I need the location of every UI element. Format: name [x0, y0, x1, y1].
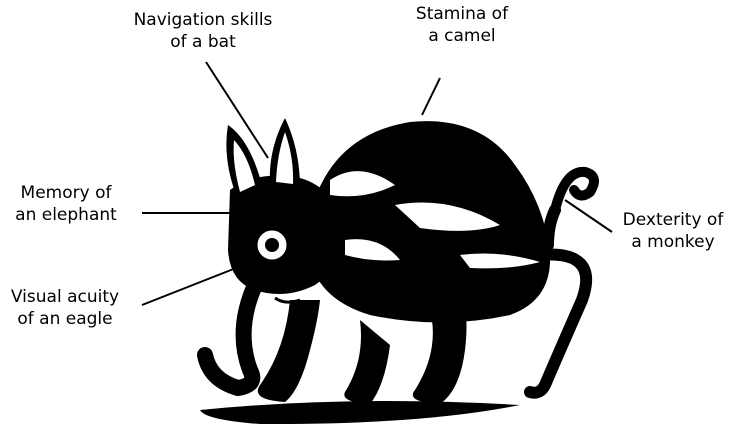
- label-dexterity: Dexterity of a monkey: [614, 209, 732, 253]
- label-visual-line-2: of an eagle: [0, 308, 130, 330]
- middle-leg: [344, 320, 390, 404]
- pointer-visual: [142, 268, 236, 305]
- label-stamina: Stamina of a camel: [392, 3, 532, 47]
- label-memory: Memory of an elephant: [0, 182, 132, 226]
- pointer-stamina: [422, 78, 440, 115]
- label-visual-acuity: Visual acuity of an eagle: [0, 286, 130, 330]
- label-navigation-line-2: of a bat: [108, 31, 298, 53]
- elephant-trunk: [205, 285, 255, 388]
- label-dexterity-line-2: a monkey: [614, 231, 732, 253]
- label-dexterity-line-1: Dexterity of: [614, 209, 732, 231]
- monkey-tail-curl: [555, 172, 594, 210]
- label-navigation-line-1: Navigation skills: [108, 9, 298, 31]
- label-stamina-line-2: a camel: [392, 25, 532, 47]
- front-leg: [258, 300, 320, 402]
- label-visual-line-1: Visual acuity: [0, 286, 130, 308]
- ground-shadow: [200, 401, 520, 424]
- label-memory-line-1: Memory of: [0, 182, 132, 204]
- label-memory-line-2: an elephant: [0, 204, 132, 226]
- label-navigation-skills: Navigation skills of a bat: [108, 9, 298, 53]
- label-stamina-line-1: Stamina of: [392, 3, 532, 25]
- pointer-dexterity: [565, 200, 612, 232]
- tusk: [275, 298, 300, 302]
